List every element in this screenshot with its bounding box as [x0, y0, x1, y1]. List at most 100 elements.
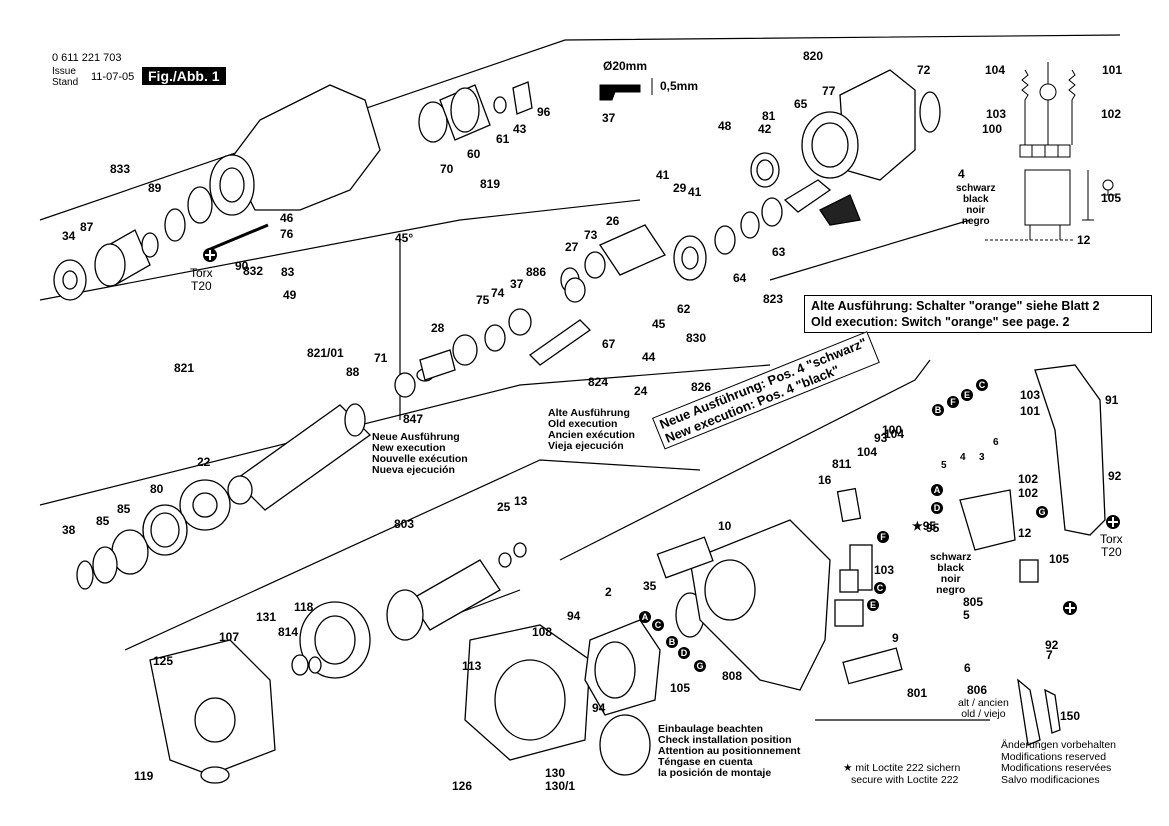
part-number-label: 45: [652, 317, 666, 331]
part-number-label: 61: [496, 132, 510, 146]
issue-label: Issue Stand: [52, 66, 78, 88]
handle-part: [1034, 364, 1106, 536]
part-number-label: 12: [1077, 233, 1091, 247]
part-number-label: 125: [153, 654, 173, 668]
part-number-label: 65: [794, 97, 808, 111]
part-number-label: 73: [584, 228, 598, 242]
part-number-label: 42: [758, 122, 772, 136]
angle-label: 45°: [395, 231, 413, 245]
part-number-label: 16: [818, 473, 832, 487]
torx-icon: [203, 248, 217, 262]
part-number-label: 102: [1018, 486, 1038, 500]
part-number-label: 41: [656, 168, 670, 182]
bearing-sleeve-part: [418, 101, 448, 143]
svg-text:F: F: [880, 532, 886, 542]
part-number-label: 805: [963, 595, 983, 609]
part-number-label: 92: [1045, 638, 1059, 652]
note-line: Old execution: [548, 418, 618, 430]
cable-part: [1017, 678, 1041, 746]
part-number-label: 131: [256, 610, 276, 624]
wire-label-3: 3: [979, 452, 985, 463]
note-line: Alte Ausführung: [548, 407, 630, 419]
part-number-label: 833: [110, 162, 130, 176]
marker-c3-icon: C: [874, 582, 886, 594]
part-number-label: 847: [403, 412, 423, 426]
part-number-label: 118: [294, 600, 314, 614]
part-number-label: 64: [733, 271, 747, 285]
issue-date: 11-07-05: [91, 71, 135, 83]
group-band-mid: [39, 199, 641, 301]
note-line: New execution: [372, 442, 446, 454]
marker-a2-icon: A: [931, 484, 943, 496]
part-number-label: 38: [62, 523, 76, 537]
svg-text:G: G: [1038, 507, 1045, 517]
part-number-label: 102: [1101, 107, 1121, 121]
note-line: schwarz: [930, 551, 972, 563]
group-band-lower: [39, 364, 771, 506]
switch-part: [959, 489, 1016, 551]
part-number-label: 108: [532, 625, 552, 639]
marker-g2-icon: G: [1036, 506, 1048, 518]
piston-part: [599, 224, 666, 276]
note-line: Modifications reservées: [1001, 762, 1112, 774]
part-number-label: 48: [718, 119, 732, 133]
old-version-note: Alte Ausführung Old execution Ancien exé…: [548, 408, 635, 452]
note-line: Modifications reserved: [1001, 750, 1107, 763]
part-number-label: 811: [832, 457, 852, 471]
part-number-label: 22: [197, 455, 211, 469]
part-number-label: 103: [874, 563, 894, 577]
part-number-label: 103: [1020, 388, 1040, 402]
marker-e2-icon: E: [867, 599, 879, 611]
note-line: black: [937, 562, 965, 574]
note-line: la posición de montaje: [658, 767, 772, 779]
torx-label-1: Torx T20: [190, 267, 213, 293]
part-number-label: 94: [592, 701, 606, 715]
armature-part: [409, 559, 501, 631]
part-number-label: 24: [634, 384, 648, 398]
marker-c-icon: C: [652, 619, 664, 631]
part-number-label: 104: [884, 427, 904, 441]
part-number-label: 85: [96, 514, 110, 528]
part-number-label: 104: [985, 63, 1005, 77]
part-number-label: 28: [431, 321, 445, 335]
part-number-label: 107: [219, 630, 239, 644]
svg-text:E: E: [964, 390, 970, 400]
part-number-label: 89: [148, 181, 162, 195]
dimension-detail: [599, 78, 653, 101]
part-number-label: 102: [1018, 472, 1038, 486]
part-number-label: 100: [982, 122, 1002, 136]
note-line: Einbaulage beachten: [658, 723, 764, 735]
note-line: old / viejo: [961, 708, 1006, 720]
note-line: noir: [966, 205, 986, 216]
part-number-label: 87: [80, 220, 94, 234]
part-number-label: 103: [986, 107, 1006, 121]
old-switch-line1: Alte Ausführung: Schalter "orange" siehe…: [811, 299, 1100, 313]
note-line: alt / ancien: [958, 697, 1009, 709]
part-number-label: 100: [882, 423, 902, 437]
note-line: Neue Ausführung: [372, 431, 460, 443]
part-number-label: 819: [480, 177, 500, 191]
svg-text:C: C: [979, 380, 986, 390]
part-number-label: 130: [545, 766, 565, 780]
part-number-label: 830: [686, 331, 706, 345]
marker-f-icon: F: [947, 396, 959, 408]
marker-d2-icon: D: [931, 502, 943, 514]
note-line: Torx: [190, 266, 213, 280]
svg-text:G: G: [696, 661, 703, 671]
note-line: Attention au positionnement: [658, 745, 801, 757]
part-number-label: 76: [280, 227, 294, 241]
part-number-label: 826: [691, 380, 711, 394]
marker-b-icon: B: [666, 636, 678, 648]
wire-label-5: 5: [941, 460, 947, 471]
switch-color-note-top: schwarz black noir negro: [956, 183, 995, 227]
part-number-label: 96: [537, 105, 551, 119]
note-line: ★ mit Loctite 222 sichern: [843, 762, 961, 774]
part-number-label: 25: [497, 500, 511, 514]
svg-text:C: C: [655, 620, 662, 630]
issue-label-1: Issue: [52, 66, 76, 77]
part-number-label: 37: [510, 277, 524, 291]
part-number-label: 92: [1108, 469, 1122, 483]
part-number-label: 95: [926, 521, 940, 535]
note-line: Nouvelle exécution: [372, 453, 468, 465]
